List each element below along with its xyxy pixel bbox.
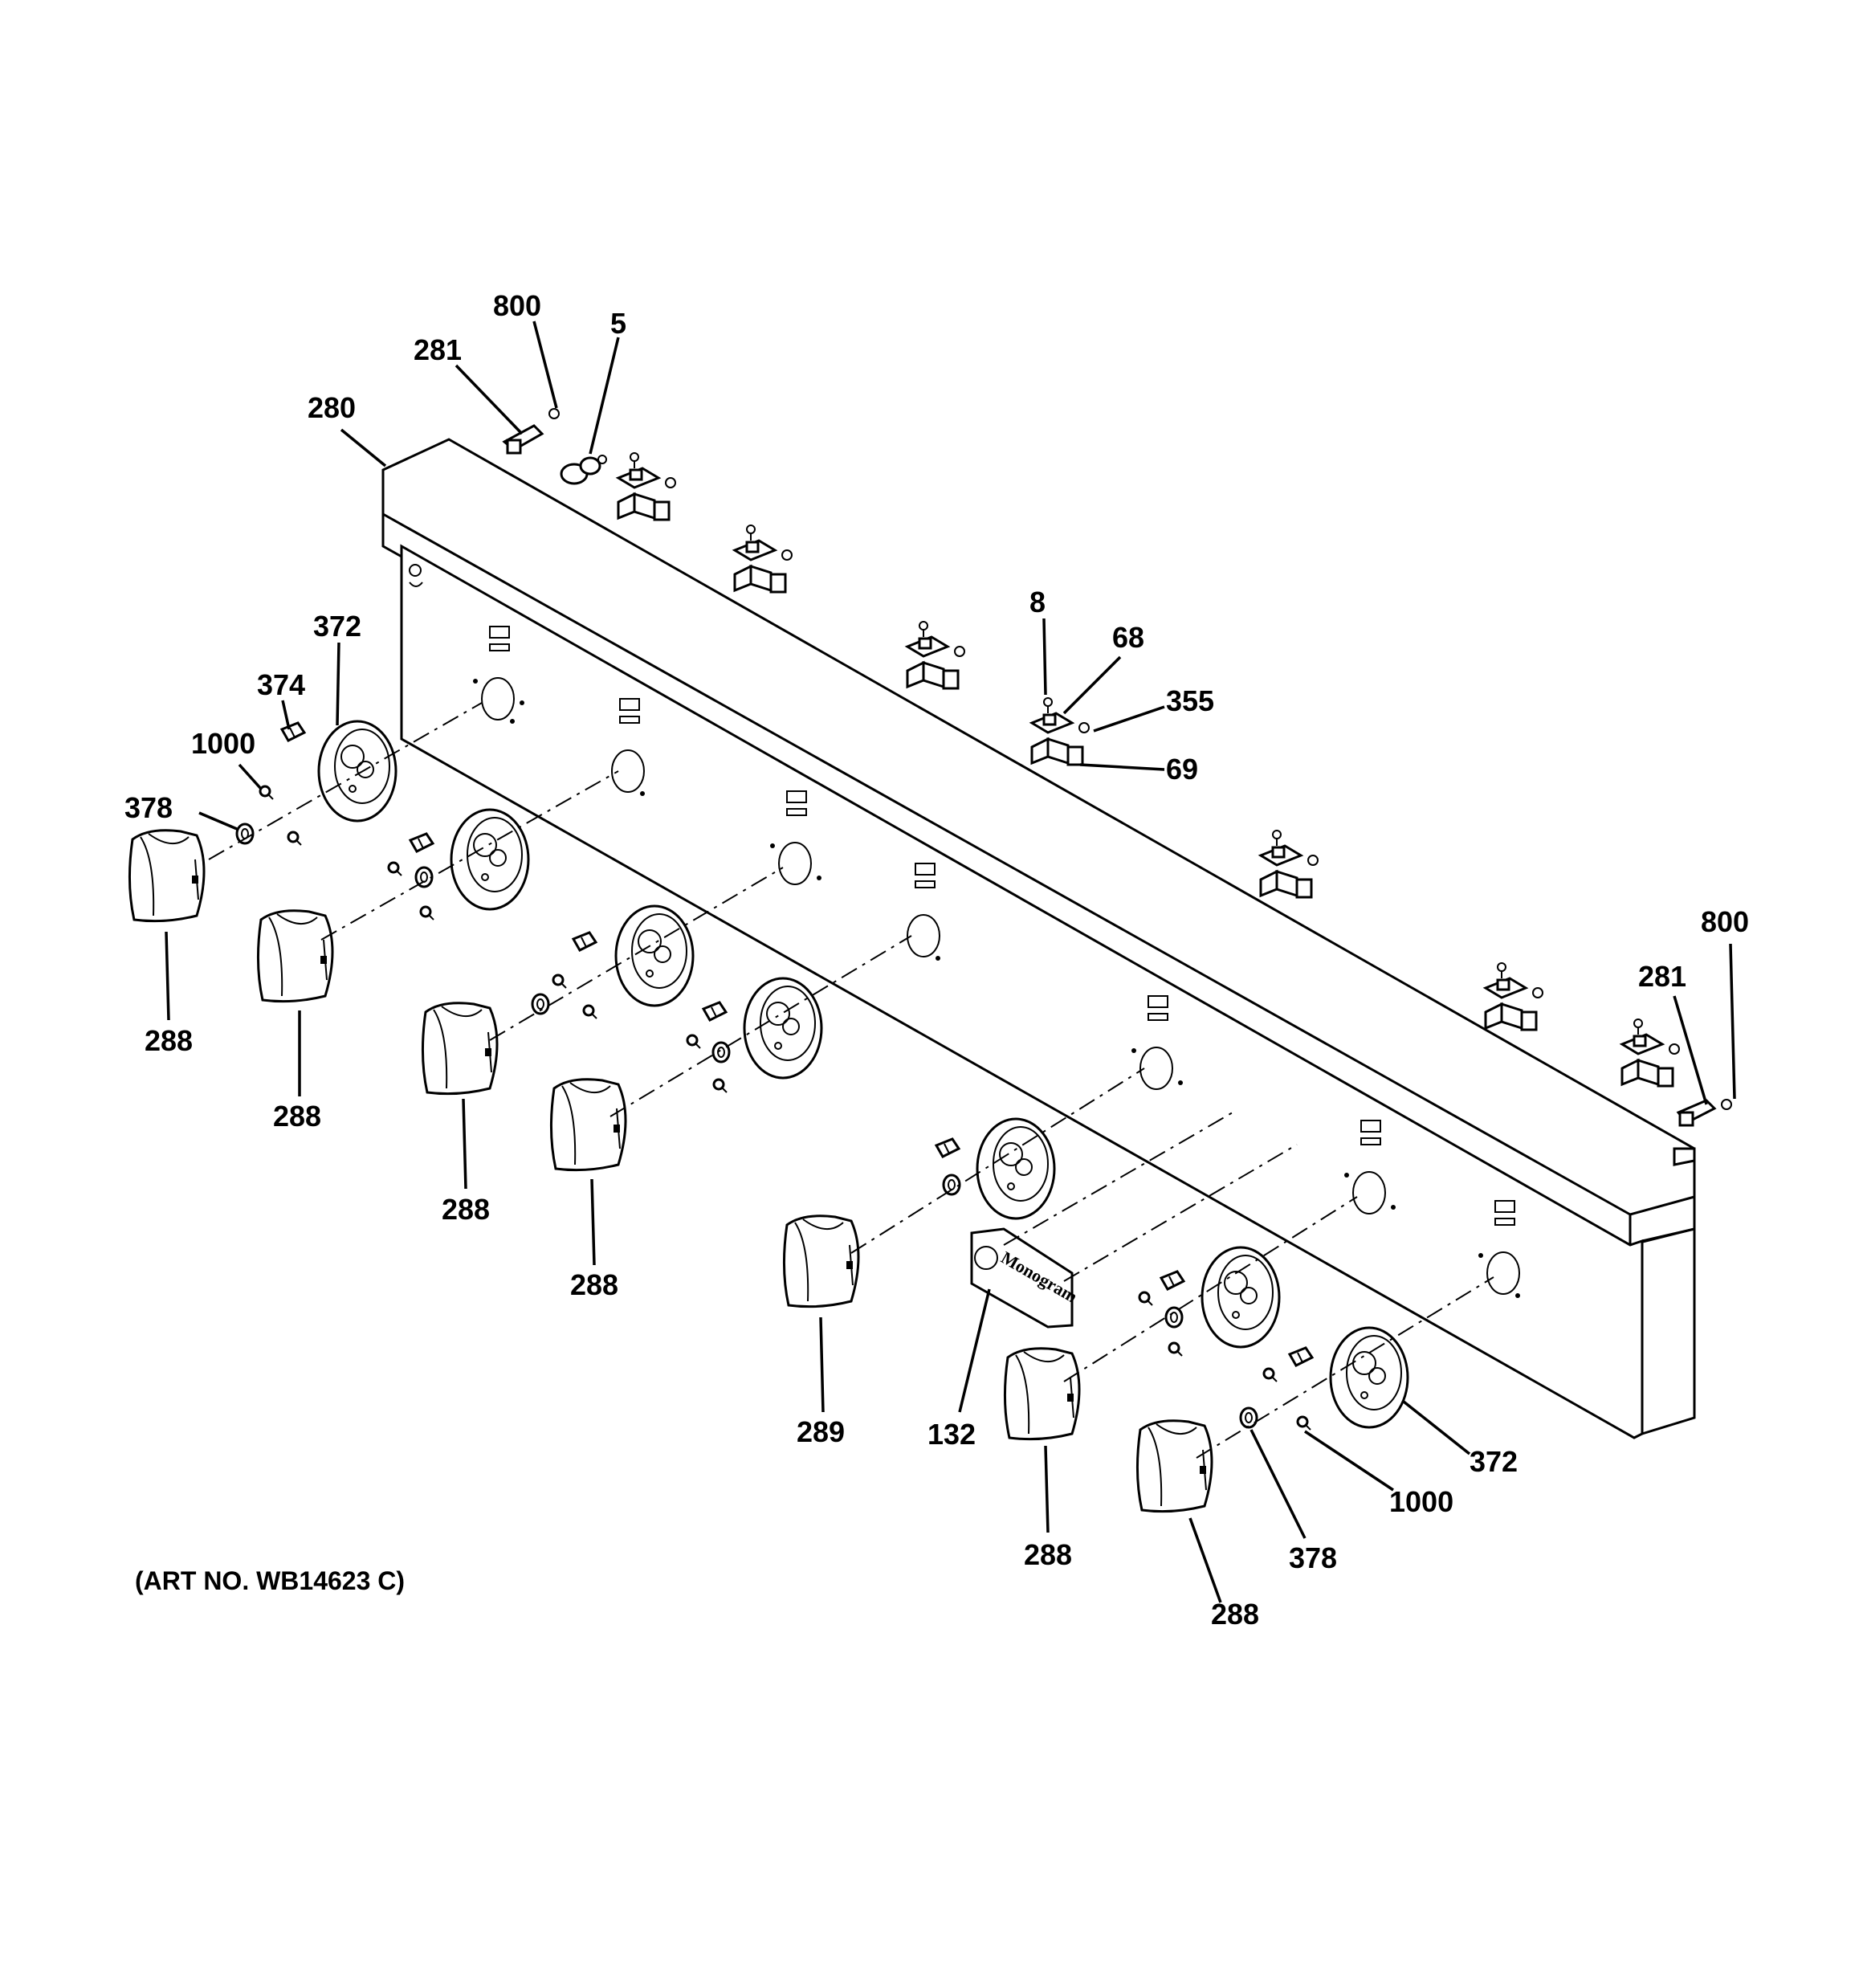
callout-288-5: 288: [1024, 1538, 1072, 1571]
callout-372: 372: [313, 610, 361, 643]
callout-288-6: 288: [1211, 1598, 1259, 1631]
callout-8: 8: [1029, 586, 1046, 618]
callout-281-right: 281: [1638, 960, 1686, 993]
end-bracket-281-right: [1676, 1099, 1732, 1127]
callout-378: 378: [124, 791, 173, 824]
callout-288-3: 288: [442, 1193, 490, 1226]
callout-288-2: 288: [273, 1100, 321, 1133]
monogram-badge-132: Monogram: [970, 1227, 1081, 1329]
panel-hole-4: [907, 863, 940, 961]
panel-hole-6: [1344, 1120, 1396, 1214]
panel-hole-2: [611, 698, 645, 796]
control-panel-280: [381, 438, 1696, 1439]
callout-800-right: 800: [1701, 905, 1749, 938]
callout-281: 281: [414, 333, 462, 366]
callout-355: 355: [1166, 684, 1214, 717]
callout-288-1: 288: [145, 1024, 193, 1057]
alignment-lines: [208, 702, 1494, 1459]
callout-132: 132: [927, 1418, 976, 1451]
panel-hole-7: [1478, 1200, 1520, 1298]
indicator-light-5: [560, 455, 607, 485]
callout-69: 69: [1166, 753, 1198, 786]
end-bracket-281-left: [502, 408, 560, 455]
callout-374: 374: [257, 668, 305, 701]
panel-hole-3: [770, 790, 821, 885]
callout-5: 5: [610, 307, 626, 340]
callout-1000: 1000: [191, 727, 255, 760]
callout-280: 280: [308, 391, 356, 424]
callout-378-right: 378: [1289, 1541, 1337, 1574]
panel-hole-1: [473, 626, 524, 724]
callout-372-right: 372: [1470, 1445, 1518, 1478]
callout-labels: 800 281 5 280 372 374 1000 378 8 68 355 …: [124, 289, 1749, 1631]
callout-289: 289: [797, 1415, 845, 1448]
callout-800: 800: [493, 289, 541, 322]
callout-288-4: 288: [570, 1268, 618, 1301]
callout-68: 68: [1112, 621, 1144, 654]
art-number: (ART NO. WB14623 C): [135, 1566, 406, 1595]
panel-hole-5: [1131, 995, 1183, 1090]
callout-1000-right: 1000: [1389, 1485, 1453, 1518]
leader-lines: [165, 320, 1736, 1603]
panel-cutouts: [473, 626, 1520, 1298]
